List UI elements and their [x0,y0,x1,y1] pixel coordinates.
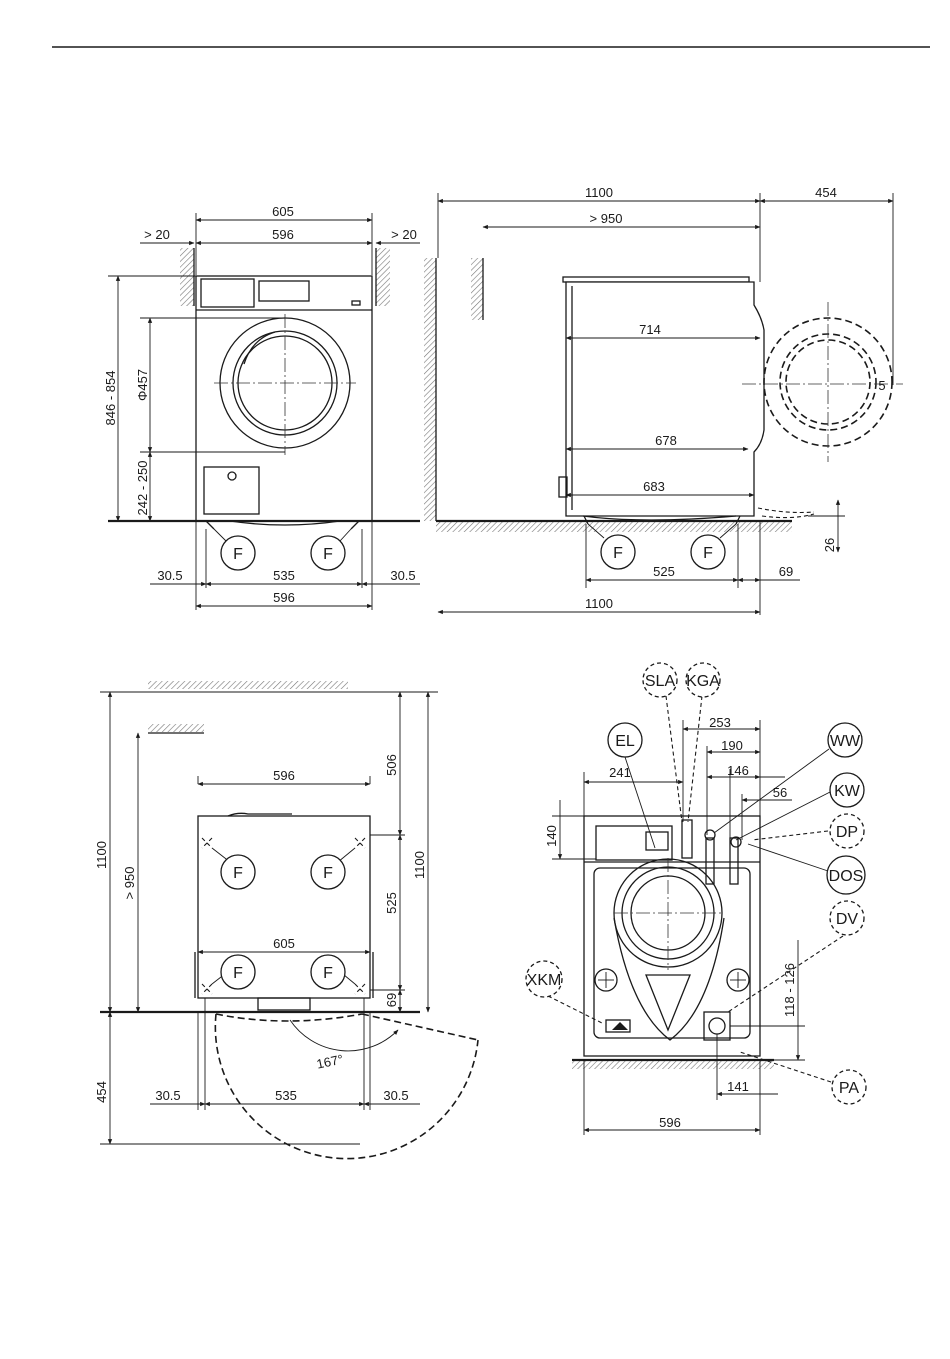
side-dim-683: 683 [643,479,665,494]
rear-dim-146: 146 [727,763,749,778]
front-foot-left-label: F [233,546,243,563]
top-front-panel [258,998,310,1010]
top-dim-width-mid: 605 [273,936,295,951]
side-dim-total: 1100 [585,185,613,200]
top-foot-2-label: F [323,865,333,882]
top-foot-3-label: F [233,965,243,982]
rear-dim-141: 141 [727,1079,749,1094]
top-view: 1100 > 950 506 525 69 1100 454 596 605 [94,681,478,1159]
front-foot-right-label: F [323,546,333,563]
side-floor-hatch [436,521,792,532]
top-dim-foot-left: 30.5 [155,1088,180,1103]
side-foot-right-label: F [703,545,713,562]
side-dim-69: 69 [779,564,793,579]
rear-dim-241: 241 [609,765,631,780]
rear-view: 253 190 241 146 56 140 118 - 126 141 596 [526,663,866,1135]
rear-dim-253: 253 [709,715,731,730]
front-dim-foot-right: 30.5 [390,568,415,583]
rear-floor-hatch [572,1060,774,1069]
rear-dim-56: 56 [773,785,787,800]
side-machine-body [563,277,749,282]
side-dim-door-swing: 454 [815,185,837,200]
top-foot-1-label: F [233,865,243,882]
rear-label-el: EL [615,733,635,750]
top-dim-foot-right: 30.5 [383,1088,408,1103]
side-dim-total-bottom: 1100 [585,596,613,611]
front-dim-door-dia: Φ457 [135,369,150,401]
top-dim-525: 525 [384,892,399,914]
rear-label-ww: WW [830,733,861,750]
front-dim-height: 846 - 854 [103,371,118,426]
front-dim-foot-span: 535 [273,568,295,583]
side-view: 1100 454 > 950 714 678 683 5 F F [424,185,903,615]
rear-dim-190: 190 [721,738,743,753]
rear-label-dos: DOS [829,868,864,885]
rear-dim-140: 140 [544,825,559,847]
top-dim-wall-min: > 950 [122,867,137,900]
rear-label-kga: KGA [686,673,720,690]
top-door-swing-arc [215,1014,478,1159]
front-dim-width-top: 605 [272,204,294,219]
side-dim-714: 714 [639,322,661,337]
front-dim-door-height: 242 - 250 [135,461,150,516]
side-dim-525: 525 [653,564,675,579]
side-dim-wall-min: > 950 [590,211,623,226]
rear-label-kw: KW [834,783,861,800]
front-dim-foot-left: 30.5 [157,568,182,583]
front-wall-left-hatch [180,248,194,306]
top-foot-4-label: F [323,965,333,982]
top-dim-454: 454 [94,1081,109,1103]
side-dim-r5: 5 [878,378,885,393]
front-dim-clear-right: > 20 [391,227,417,242]
side-dim-26: 26 [822,538,837,552]
top-dim-1100-right: 1100 [412,851,427,879]
front-dim-width-bottom: 596 [273,590,295,605]
rear-label-xkm: XKM [527,972,562,989]
side-dim-678: 678 [655,433,677,448]
front-wall-right-hatch [376,248,390,306]
top-dim-foot-span: 535 [275,1088,297,1103]
side-wall-hatch [424,258,436,521]
front-dim-width: 596 [272,227,294,242]
top-dim-1100-left: 1100 [94,841,109,869]
side-foot-left-label: F [613,545,623,562]
top-dim-506: 506 [384,754,399,776]
rear-label-sla: SLA [645,673,676,690]
rear-label-dv: DV [836,911,859,928]
top-dim-69: 69 [384,993,399,1007]
rear-dim-596: 596 [659,1115,681,1130]
rear-label-dp: DP [836,824,858,841]
side-machine-shell [566,282,764,516]
top-dim-angle: 167° [315,1051,344,1071]
top-dim-width-top: 596 [273,768,295,783]
rear-label-pa: PA [839,1080,859,1097]
front-dim-clear-left: > 20 [144,227,170,242]
top-wall-hatch [148,681,348,689]
front-view: 605 596 > 20 > 20 846 - 854 Φ457 [103,204,420,610]
